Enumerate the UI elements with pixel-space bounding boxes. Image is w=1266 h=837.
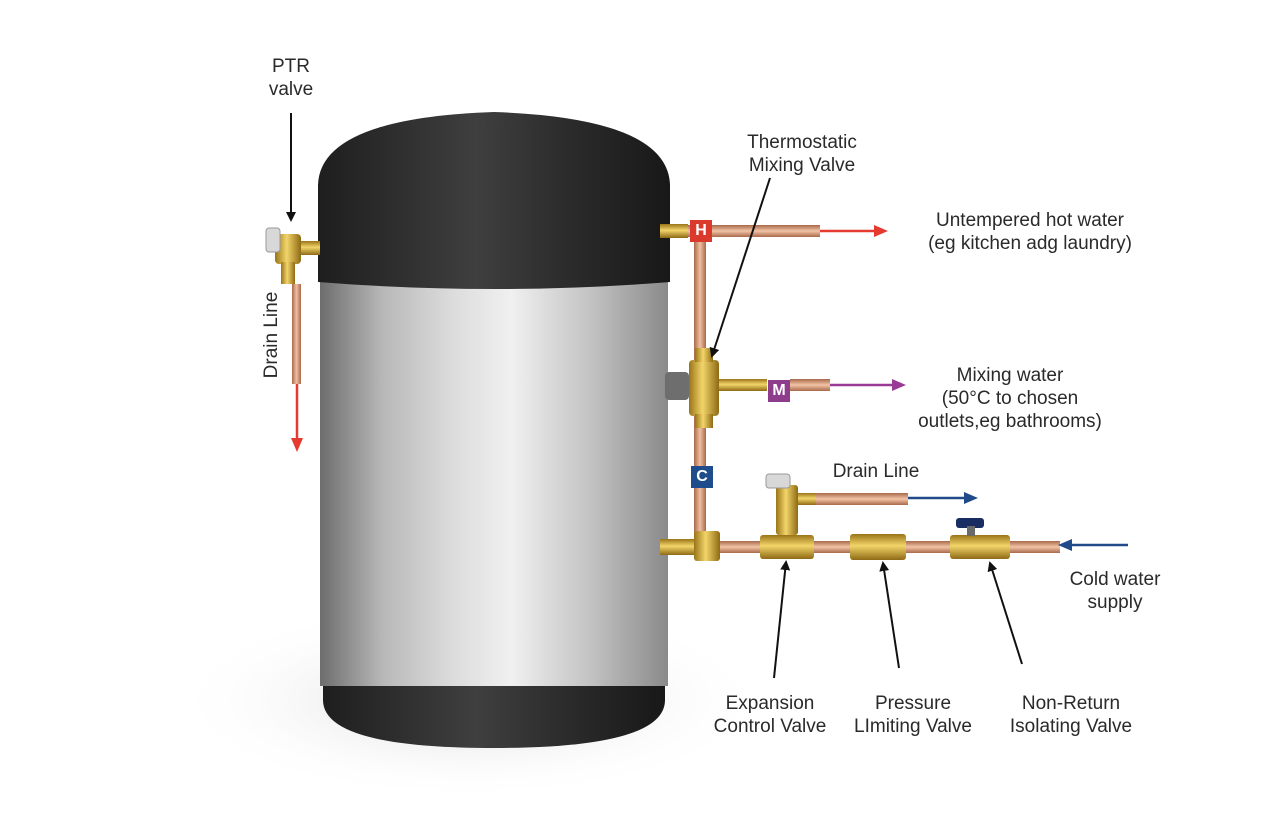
cold-inlet-pipe xyxy=(660,531,1060,561)
tank-top-cap xyxy=(318,112,670,289)
hot-badge: H xyxy=(690,220,712,242)
ptr-valve-label: PTR valve xyxy=(268,56,314,100)
drain-line-left-label: Drain Line xyxy=(261,291,282,379)
thermostatic-mixing-valve xyxy=(665,348,830,428)
tank-steel-body xyxy=(320,268,668,686)
cold-badge: C xyxy=(691,466,713,488)
nonreturn-pointer xyxy=(987,561,1023,665)
drain-line-right-label: Drain Line xyxy=(832,461,920,482)
tmv-label: Thermostatic Mixing Valve xyxy=(747,132,857,176)
untempered-label: Untempered hot water (eg kitchen adg lau… xyxy=(928,210,1132,254)
ptr-valve-assembly xyxy=(265,227,320,384)
non-return-label: Non-Return Isolating Valve xyxy=(1009,693,1133,737)
tmv-pointer xyxy=(709,177,771,358)
label-pointers xyxy=(286,113,1023,679)
flow-arrows xyxy=(291,225,1128,551)
isolating-valve-handle xyxy=(956,518,984,536)
tank xyxy=(318,112,670,748)
expansion-label: Expansion Control Valve xyxy=(713,693,827,737)
pressure-label: Pressure LImiting Valve xyxy=(854,693,972,737)
expansion-pointer xyxy=(773,560,791,679)
pressure-pointer xyxy=(879,561,900,669)
cold-supply-label: Cold water supply xyxy=(1069,569,1161,613)
hot-outlet-pipe xyxy=(660,224,820,238)
mixing-label: Mixing water (50°C to chosen outlets,eg … xyxy=(918,365,1102,432)
expansion-valve-assembly xyxy=(765,473,908,535)
mix-badge: M xyxy=(768,380,790,402)
